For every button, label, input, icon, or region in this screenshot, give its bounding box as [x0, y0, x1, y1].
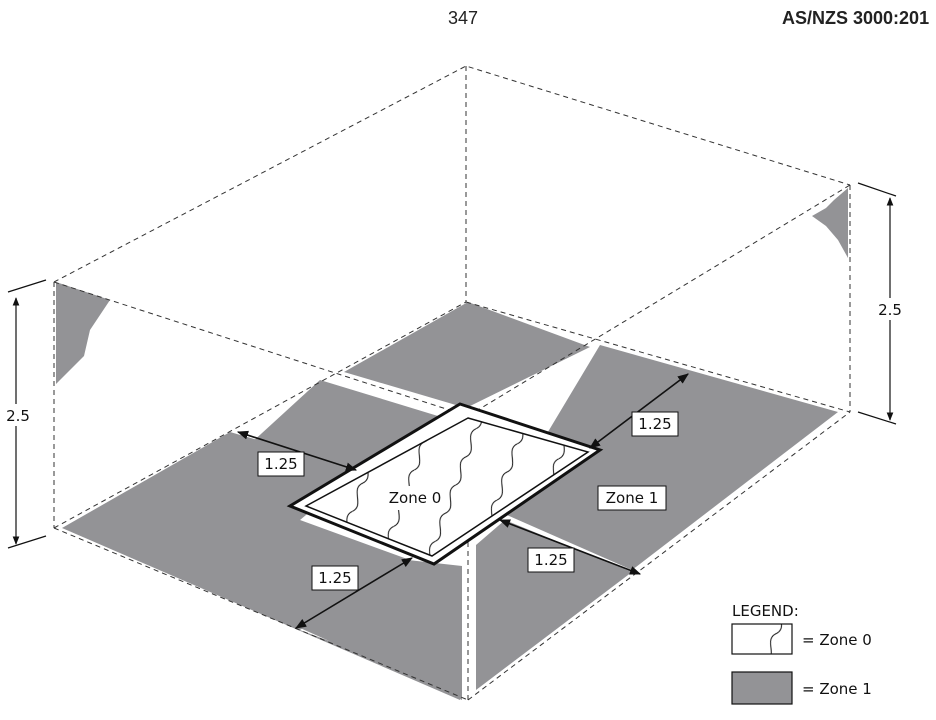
legend-zone0-swatch: [731, 623, 793, 655]
dim-label-front-right: 1.25: [534, 551, 567, 569]
room-outline: [53, 65, 851, 701]
legend-zone1-swatch: [731, 671, 793, 705]
standard-reference: AS/NZS 3000:201: [782, 8, 930, 28]
zone1-left-wall-corner: [56, 282, 110, 384]
arrow-front-left: [295, 557, 413, 629]
arrow-front-right: [498, 519, 642, 575]
height-label-left: 2.5: [6, 407, 30, 425]
dim-label-front-left: 1.25: [318, 569, 351, 587]
arrow-left: [236, 430, 358, 472]
zone0-bath-surface: [304, 417, 590, 557]
legend-title: LEGEND:: [732, 602, 799, 620]
zone1-label: Zone 1: [606, 489, 659, 507]
zone1-back-region: [344, 302, 590, 408]
dim-label-back-right: 1.25: [638, 415, 671, 433]
legend-zone0-label: = Zone 0: [802, 631, 872, 649]
dimension-labels: 2.5 2.5 1.25 1.25 1.25 1.25: [0, 298, 908, 591]
zone1-right-region: [500, 345, 838, 570]
legend-zone1-label: = Zone 1: [802, 680, 872, 698]
zone1-front-left-region: [62, 432, 460, 700]
distance-arrows: [236, 373, 689, 629]
zone1-right-wall-corner: [812, 188, 848, 258]
zone0-label: Zone 0: [389, 489, 442, 507]
dim-label-left: 1.25: [264, 455, 297, 473]
arrow-back-right: [589, 373, 689, 449]
zone1-front-right-region: [300, 560, 462, 700]
legend: LEGEND: = Zone 0 = Zone 1: [731, 602, 872, 705]
zone0-bath: [286, 402, 604, 566]
page-number: 347: [448, 8, 479, 28]
height-label-right: 2.5: [878, 301, 902, 319]
